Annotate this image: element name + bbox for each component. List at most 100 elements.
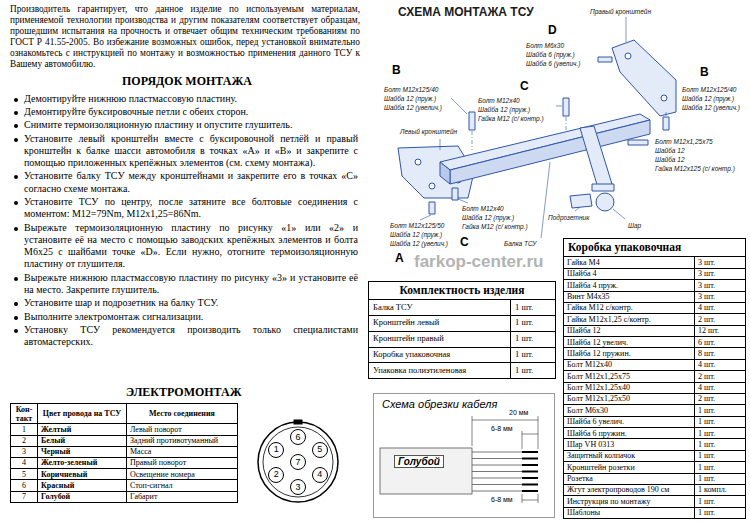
step-item: Установите левый кронштейн вместе с букс… xyxy=(12,133,358,170)
table-cell: Упаковка полиэтиленовая xyxy=(369,363,510,378)
leader-line xyxy=(420,215,431,220)
step-text: Демонтируйте буксировочные петли с обеих… xyxy=(24,106,358,118)
leader-line xyxy=(556,106,562,107)
part-callout: Болт М12х1,25х75 xyxy=(655,138,713,146)
table-cell: Болт М12х40 xyxy=(564,360,694,370)
table-cell: Шар VH 0313 xyxy=(564,439,694,449)
cable-sheath xyxy=(380,448,472,494)
dimension-line xyxy=(522,434,538,435)
step-text: Вырежьте нижнюю пластмассовую пластину п… xyxy=(24,272,358,297)
leader-line xyxy=(541,162,550,238)
part-name: Шар xyxy=(628,222,641,230)
wire-end xyxy=(522,451,538,453)
table-cell: 3 шт. xyxy=(695,292,745,302)
table-cell: Масса xyxy=(127,447,237,457)
beam-front xyxy=(450,120,650,184)
leader-line xyxy=(613,209,625,219)
box-heading: Схема обрезки кабеля xyxy=(382,398,497,410)
table-cell: Балка ТСУ xyxy=(369,300,510,315)
table-cell: Винт М4х35 xyxy=(564,292,694,302)
wire-end xyxy=(522,484,538,486)
table-cell: Стоп-сигнал xyxy=(127,480,237,490)
wire-label: Голубой xyxy=(394,455,444,468)
table-cell: 1 компл. xyxy=(695,485,745,495)
table-cell: 2 шт. xyxy=(695,371,745,381)
dimension-label: 6-8 мм xyxy=(491,425,513,432)
table-cell: Коробка упаковочная xyxy=(369,348,510,363)
bolt xyxy=(563,98,569,116)
step-text: Выполните электромонтаж сигнализации. xyxy=(24,311,358,323)
table-cell: Габарит xyxy=(127,492,237,502)
table-cell: Шайба 12 увелич. xyxy=(564,337,694,347)
point-letter: С xyxy=(520,80,529,94)
wire-end xyxy=(522,464,538,466)
table-cell: Гайка М12х1,25 с/контр. xyxy=(564,314,694,324)
table-cell: 1 шт. xyxy=(511,332,555,347)
table-cell: 1 шт. xyxy=(695,462,745,472)
table-title: Комплектность изделия xyxy=(369,282,555,299)
point-letter: А xyxy=(395,252,404,266)
table-cell: 1 шт. xyxy=(695,439,745,449)
dimension-tick xyxy=(522,431,523,449)
ball-neck xyxy=(580,126,612,188)
bolt xyxy=(663,117,669,130)
part-callout: Шайба 12 (увелич.) xyxy=(682,104,740,112)
dimension-line xyxy=(522,500,538,501)
step-item: Снимите термоизоляционную пластину и опу… xyxy=(12,119,358,131)
table-cell: 1 шт. xyxy=(695,428,745,438)
table-cell: 1 шт. xyxy=(695,405,745,415)
leader-line xyxy=(451,98,467,114)
table-cell: Кронштейн левый xyxy=(369,316,510,331)
table-cell: 1 шт. xyxy=(695,474,745,484)
dimension-tick xyxy=(538,494,539,503)
pin-number: 7 xyxy=(295,458,300,467)
step-text: Установите ТСУ по центру, после затяните… xyxy=(24,196,358,221)
step-item: Вырежьте термоизоляционную пластину по р… xyxy=(12,222,358,271)
socket-pin: 5 xyxy=(312,442,328,458)
step-item: Вырежьте нижнюю пластмассовую пластину п… xyxy=(12,272,358,297)
bullet-dot xyxy=(14,124,18,128)
part-callout: Шайба 12 (пруж.) xyxy=(390,231,442,239)
table-cell: Желто-зеленый xyxy=(38,458,126,468)
bracket-hole xyxy=(415,159,421,165)
wire xyxy=(472,484,522,485)
part-callout: Гайка М12 (с/ контр.) xyxy=(462,223,528,231)
table-cell: 1 шт. xyxy=(511,363,555,378)
table-cell: 4 xyxy=(11,458,37,468)
step-item: Установку ТСУ рекомендуется производить … xyxy=(12,324,358,349)
socket-outline xyxy=(258,422,338,502)
table-cell: Кронштейн розетки xyxy=(564,462,694,472)
table-cell: Шайба 12 xyxy=(564,326,694,336)
pin-number: 2 xyxy=(274,470,279,479)
axis-line xyxy=(472,131,473,150)
point-letter: В xyxy=(700,66,709,80)
table-cell: Правый поворот xyxy=(127,458,237,468)
bolt xyxy=(598,57,612,62)
bullet-dot xyxy=(14,329,18,333)
leader-line xyxy=(626,17,627,42)
table-cell: 1 шт. xyxy=(695,496,745,506)
bullet-dot xyxy=(14,227,18,231)
table-cell: 12 шт. xyxy=(695,326,745,336)
socket-bracket xyxy=(570,194,592,208)
wire-end xyxy=(522,458,538,460)
table-header: Место соединения xyxy=(127,404,237,423)
table-cell: 4 шт. xyxy=(695,360,745,370)
pin-number: 3 xyxy=(295,483,300,492)
pin-number: 4 xyxy=(317,470,322,479)
table-cell: 6 xyxy=(11,480,37,490)
bullet-dot xyxy=(14,201,18,205)
table-cell: Левый поворот xyxy=(127,424,237,434)
table-cell: 4 шт. xyxy=(695,383,745,393)
table-cell: Шайба 4 xyxy=(564,269,694,279)
table-cell: 7 xyxy=(11,492,37,502)
part-callout: Шайба 6 (пруж.) xyxy=(526,51,575,59)
bullet-dot xyxy=(14,302,18,306)
part-callout: Болт М12х40 xyxy=(462,205,504,213)
leader-line xyxy=(458,199,468,203)
wire xyxy=(472,452,522,453)
section-heading: ПОРЯДОК МОНТАЖА xyxy=(122,75,252,89)
intro-text: Производитель гарантирует, что данное из… xyxy=(10,4,360,70)
table-cell: Защитный колпачок xyxy=(564,451,694,461)
kit-table: Комплектность изделияБалка ТСУ1 шт.Кронш… xyxy=(368,281,556,379)
